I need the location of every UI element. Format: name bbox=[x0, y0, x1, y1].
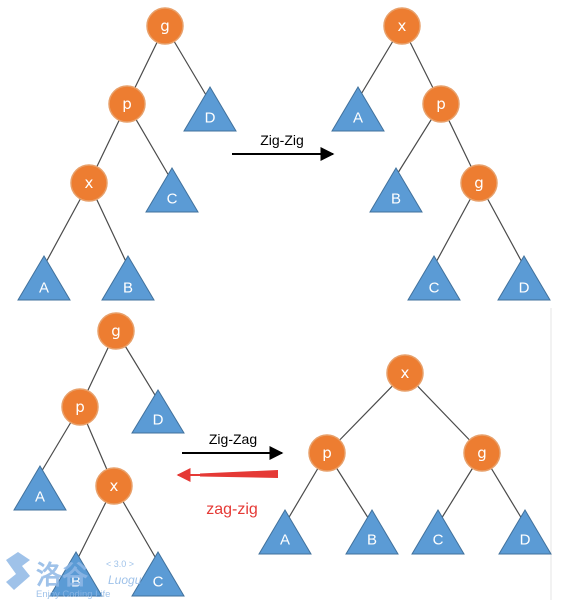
node-p bbox=[61, 388, 99, 426]
subtree-b bbox=[369, 167, 423, 213]
watermark-version: < 3.0 > bbox=[106, 559, 134, 569]
subtree-c bbox=[145, 167, 199, 213]
node-label-x: x bbox=[110, 477, 119, 495]
subtree-b bbox=[49, 551, 103, 597]
subtree-label-d: D bbox=[205, 110, 216, 127]
node-p bbox=[108, 85, 146, 123]
node-label-g: g bbox=[160, 17, 170, 35]
zigzag-before-tree: D A B C g p x bbox=[13, 312, 185, 597]
subtree-label-a: A bbox=[39, 280, 49, 297]
node-label-x: x bbox=[85, 174, 94, 192]
zagzig-arrow-shaft bbox=[200, 470, 278, 478]
node-label-g: g bbox=[111, 322, 121, 340]
subtree-a bbox=[13, 465, 67, 511]
node-x bbox=[70, 164, 108, 202]
subtree-d bbox=[183, 86, 237, 132]
subtree-label-c: C bbox=[153, 574, 164, 591]
node-p bbox=[308, 434, 346, 472]
subtree-label-d: D bbox=[153, 412, 164, 429]
node-label-p: p bbox=[436, 95, 446, 113]
zigzig-arrow: Zig-Zig bbox=[232, 132, 335, 161]
node-label-p: p bbox=[75, 398, 85, 416]
node-label-x: x bbox=[398, 17, 407, 35]
subtree-c bbox=[411, 509, 465, 555]
subtree-a bbox=[17, 255, 71, 301]
subtree-c bbox=[407, 255, 461, 301]
zagzig-arrow-label: zag-zig bbox=[206, 501, 258, 518]
node-label-p: p bbox=[122, 95, 132, 113]
node-g bbox=[146, 7, 184, 45]
zigzig-after-tree: A B C D x p g bbox=[331, 7, 551, 301]
subtree-label-a: A bbox=[35, 489, 45, 506]
subtree-a bbox=[331, 86, 385, 132]
node-x bbox=[386, 354, 424, 392]
subtree-label-c: C bbox=[429, 280, 440, 297]
subtree-a bbox=[258, 509, 312, 555]
luogu-watermark: 洛谷 < 3.0 > Luogu Enjoy Coding Life bbox=[6, 552, 142, 600]
watermark-logo-text: 洛谷 bbox=[36, 560, 89, 590]
zigzig-arrow-label: Zig-Zig bbox=[260, 132, 304, 148]
subtree-b bbox=[101, 255, 155, 301]
node-label-g: g bbox=[477, 444, 487, 462]
node-g bbox=[97, 312, 135, 350]
node-label-g: g bbox=[474, 174, 484, 192]
subtree-b bbox=[345, 509, 399, 555]
zigzag-arrow-label: Zig-Zag bbox=[209, 431, 257, 447]
node-g bbox=[460, 164, 498, 202]
subtree-label-d: D bbox=[519, 280, 530, 297]
subtree-label-c: C bbox=[433, 532, 444, 549]
subtree-c bbox=[131, 551, 185, 597]
watermark-brand: Luogu bbox=[108, 573, 142, 587]
watermark-tagline: Enjoy Coding Life bbox=[36, 589, 110, 600]
node-x bbox=[95, 467, 133, 505]
subtree-label-c: C bbox=[167, 191, 178, 208]
node-p bbox=[422, 85, 460, 123]
subtree-d bbox=[498, 509, 552, 555]
subtree-d bbox=[131, 389, 185, 434]
zagzig-arrow: zag-zig bbox=[176, 468, 278, 518]
subtree-label-d: D bbox=[520, 532, 531, 549]
luogu-logo-icon bbox=[6, 552, 30, 590]
subtree-label-b: B bbox=[123, 280, 133, 297]
node-label-x: x bbox=[401, 364, 410, 382]
zigzag-after-tree: A B C D x p g bbox=[258, 354, 552, 555]
subtree-label-a: A bbox=[280, 532, 290, 549]
subtree-label-b: B bbox=[367, 532, 377, 549]
node-x bbox=[383, 7, 421, 45]
subtree-label-b: B bbox=[391, 191, 401, 208]
subtree-label-a: A bbox=[353, 110, 363, 127]
node-g bbox=[463, 434, 501, 472]
node-label-p: p bbox=[322, 444, 332, 462]
subtree-d bbox=[497, 255, 551, 301]
zigzag-arrow: Zig-Zag bbox=[182, 431, 284, 460]
zigzig-before-tree: D C A B g p x bbox=[17, 7, 237, 301]
subtree-label-b: B bbox=[71, 574, 81, 591]
